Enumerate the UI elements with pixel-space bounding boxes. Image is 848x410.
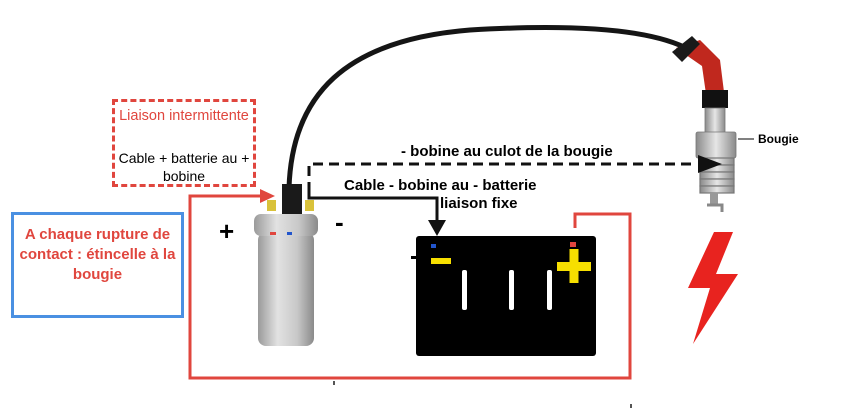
battery-icon xyxy=(411,236,596,356)
plug-ground-label: - bobine au culot de la bougie xyxy=(401,143,613,160)
coil-plus-sign: + xyxy=(219,216,235,246)
coil-minus-to-battery-wire xyxy=(307,190,439,222)
black-wire-arrowhead xyxy=(428,220,446,236)
coil-minus-sign: - xyxy=(335,207,344,237)
red-wire-arrowhead xyxy=(260,189,275,203)
tick-mark xyxy=(630,404,632,408)
fixed-link-label: liaison fixe xyxy=(440,195,518,212)
note-liaison-body: Cable + batterie au + bobine xyxy=(118,150,250,184)
coil-icon xyxy=(254,184,318,346)
coil-to-plug-dashed-wire xyxy=(307,162,696,192)
tick-mark xyxy=(333,381,335,385)
cable-label: Cable - bobine au - batterie xyxy=(344,177,537,194)
battery-minus-terminal xyxy=(431,258,451,264)
note-liaison-title: Liaison intermittente xyxy=(119,108,249,124)
high-tension-lead xyxy=(286,25,693,191)
spark-rupture-note: A chaque rupture de contact : étincelle … xyxy=(11,212,184,318)
intermittent-link-note: Liaison intermittente Cable + batterie a… xyxy=(112,99,256,187)
spark-plug-label: Bougie xyxy=(758,132,799,146)
spark-plug-icon xyxy=(672,36,754,212)
red-circuit-wire xyxy=(188,189,632,380)
spark-icon xyxy=(688,232,738,344)
dashed-wire-arrowhead xyxy=(698,155,722,173)
battery-plus-terminal xyxy=(557,249,591,283)
